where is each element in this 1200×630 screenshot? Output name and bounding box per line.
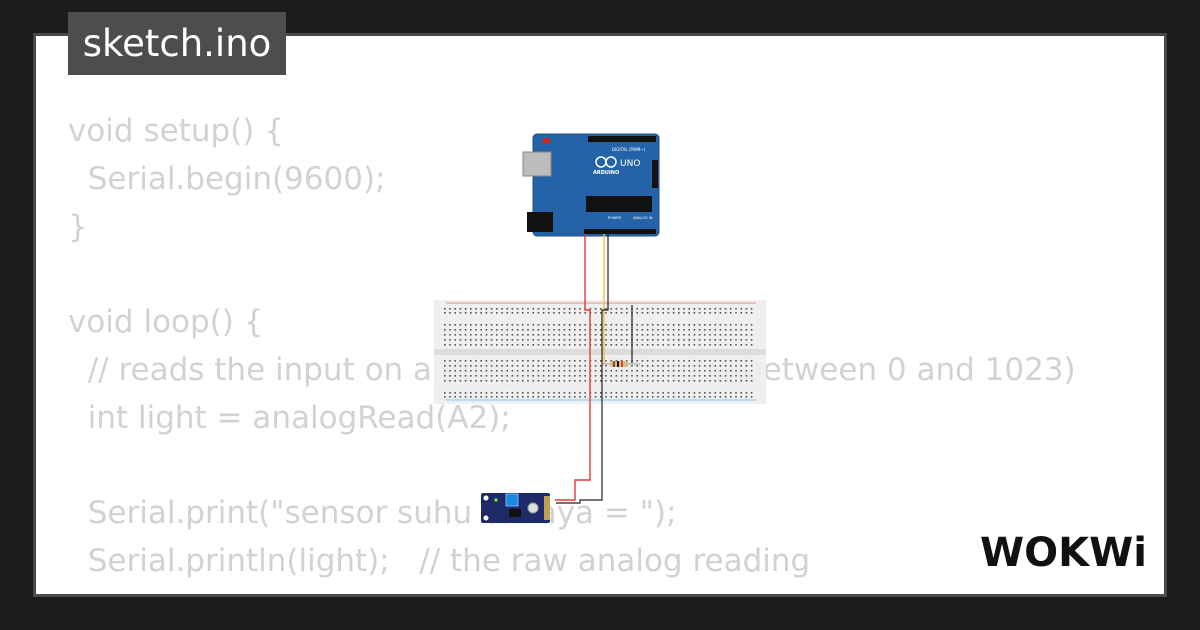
code-line: int light = analogRead(A2); [68,399,511,436]
board-model-label: UNO [620,159,640,169]
file-tab-label: sketch.ino [82,22,272,65]
sensor-pins [544,496,550,520]
code-editor: void setup() { Serial.begin(9600);} void … [68,108,1076,594]
analog-label: ANALOG IN [633,216,653,220]
breadboard[interactable] [434,300,766,404]
code-line: void setup() { [68,113,284,149]
code-line: void loop() { [68,304,264,341]
digital-header [588,136,656,142]
potentiometer [505,493,519,507]
power-label: POWER [608,216,622,220]
ldr-sensor [527,502,539,514]
arduino-uno-board[interactable]: DIGITAL (PWM~) UNO ARDUINO POWER ANALOG … [522,133,660,237]
light-sensor-module[interactable] [481,493,550,523]
board-brand-label: ARDUINO [593,170,619,176]
wokwi-logo-text: WOKWi [980,530,1147,576]
code-line: Serial.begin(9600); [68,160,386,197]
file-tab[interactable]: sketch.ino [68,12,286,75]
code-line: } [68,208,88,245]
comparator-chip [509,509,521,517]
microcontroller-chip [586,196,652,212]
wires[interactable] [555,234,633,504]
icsp-header [652,160,658,188]
resistor[interactable] [602,361,640,367]
reset-button[interactable] [543,138,550,144]
digital-label: DIGITAL (PWM~) [612,147,646,152]
code-line: delay(1000); [68,586,1076,594]
power-jack [527,212,553,232]
usb-port [522,151,552,177]
wire-gnd [556,234,609,504]
power-analog-header [584,229,656,234]
wire-vcc [555,234,591,501]
wokwi-logo: WOKWi [980,530,1147,576]
code-line: Serial.println(light); // the raw analog… [68,543,811,580]
preview-card: void setup() { Serial.begin(9600);} void … [33,33,1167,597]
